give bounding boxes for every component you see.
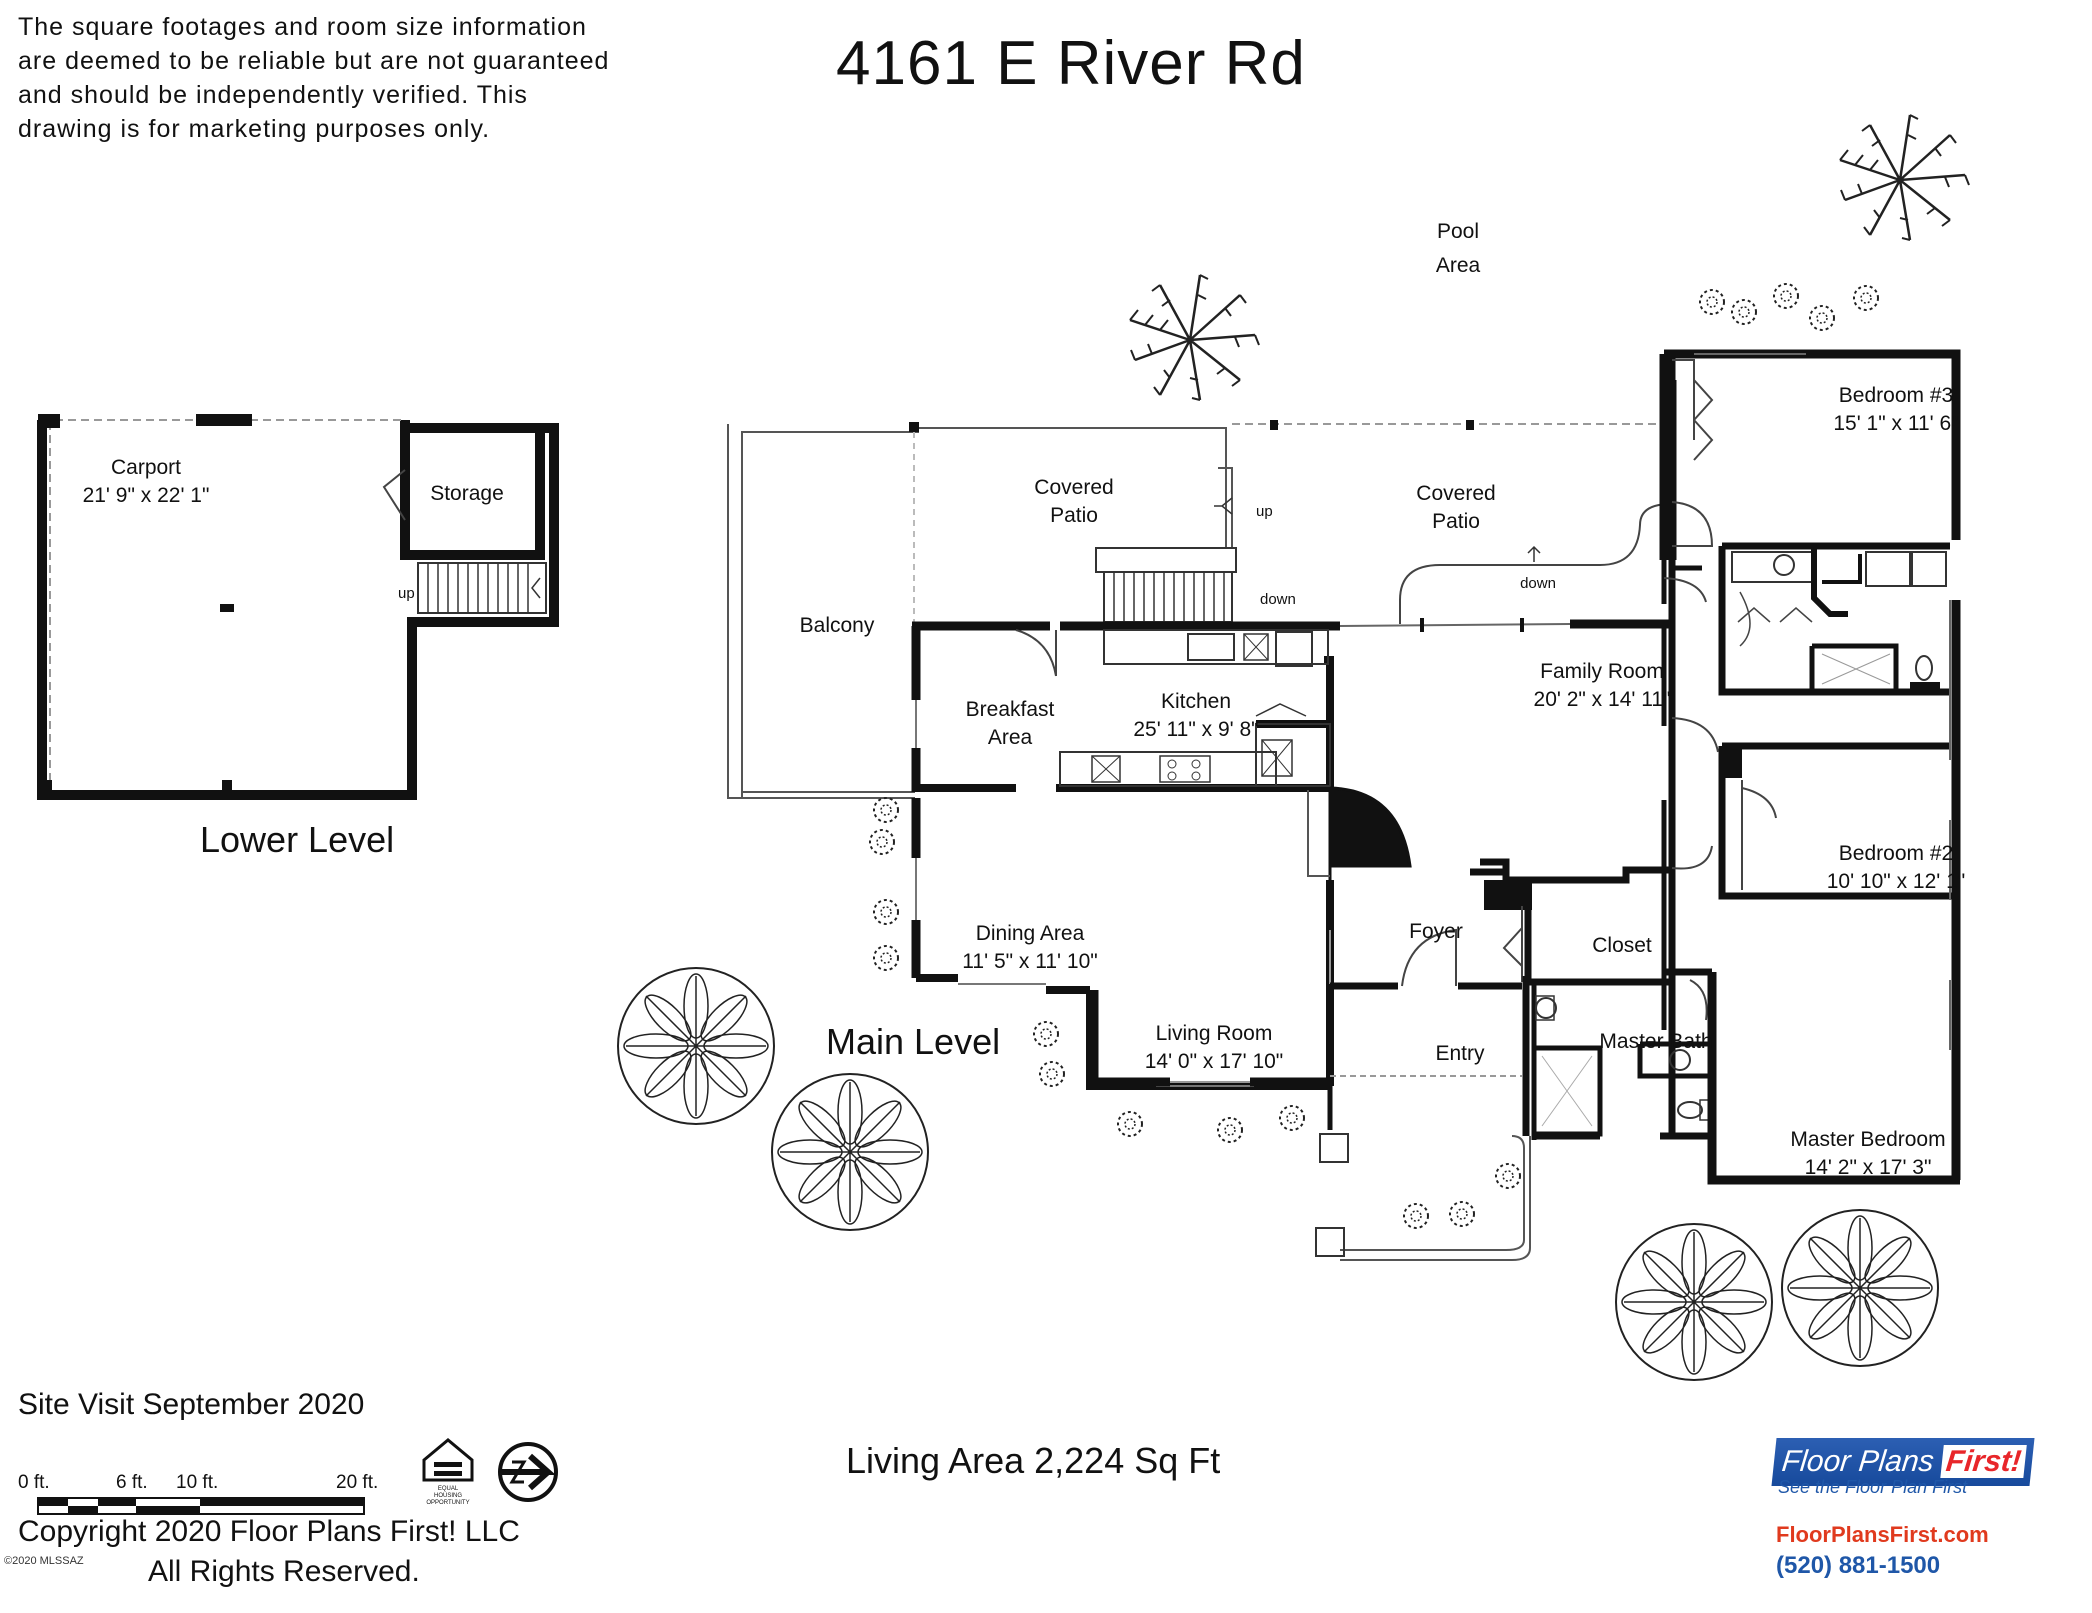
palm-tree-icon xyxy=(1128,273,1261,402)
tree-icon xyxy=(771,1073,929,1231)
dining-area-size: 11' 5" x 11' 10" xyxy=(962,950,1097,973)
carport-stairs xyxy=(417,562,547,614)
shrub-icon xyxy=(1033,1021,1059,1047)
master-bath-label: Master Bath xyxy=(1599,1030,1712,1053)
bedroom-2-size: 10' 10" x 12' 1" xyxy=(1827,870,1966,893)
brand-first: First! xyxy=(1940,1445,2027,1478)
shrub-icon xyxy=(873,945,899,971)
breakfast-area-label: Breakfast xyxy=(966,698,1055,721)
disclaimer: The square footages and room size inform… xyxy=(18,10,609,146)
pool-area-label: Pool xyxy=(1437,220,1479,243)
family-room-label: Family Room xyxy=(1540,660,1664,683)
copyright-line: All Rights Reserved. xyxy=(148,1555,420,1588)
foyer-label: Foyer xyxy=(1409,920,1463,943)
stairs-up-label: up xyxy=(398,585,415,602)
breakfast-area-label: Area xyxy=(988,726,1033,749)
shrub-icon xyxy=(1403,1203,1429,1229)
disclaimer-line: and should be independently verified. Th… xyxy=(18,81,528,109)
shrub-icon xyxy=(1773,283,1799,309)
living-room-size: 14' 0" x 17' 10" xyxy=(1145,1050,1284,1073)
scale-tick-label: 0 ft. xyxy=(18,1472,50,1493)
lower-level-plan: Carport 21' 9" x 22' 1" Storage up xyxy=(37,414,559,800)
shrub-icon xyxy=(1117,1111,1143,1137)
scale-tick-label: 6 ft. xyxy=(116,1472,148,1493)
kitchen-label: Kitchen xyxy=(1161,690,1231,713)
shrub-icon xyxy=(869,829,895,855)
copyright: Copyright 2020 Floor Plans First! LLC Al… xyxy=(18,1512,520,1592)
closet-label: Closet xyxy=(1592,934,1652,957)
bedroom-2-label: Bedroom #2 xyxy=(1839,842,1953,865)
equal-housing-text: HOUSING xyxy=(434,1493,462,1499)
tree-icon xyxy=(1615,1223,1773,1381)
patio-stairs xyxy=(1095,497,1237,623)
stairs-down-label: down xyxy=(1260,591,1296,608)
scale-tick-label: 10 ft. xyxy=(176,1472,218,1493)
palm-tree-icon xyxy=(1838,113,1971,242)
master-bedroom-size: 14' 2" x 17' 3" xyxy=(1805,1156,1932,1179)
equal-housing-text: OPPORTUNITY xyxy=(426,1500,469,1506)
shrub-icon xyxy=(1279,1105,1305,1131)
living-area-total: Living Area 2,224 Sq Ft xyxy=(846,1440,1221,1481)
mls-watermark: ©2020 MLSSAZ xyxy=(4,1555,84,1567)
shrub-icon xyxy=(1495,1163,1521,1189)
shrub-icon xyxy=(1699,289,1725,315)
main-level-label: Main Level xyxy=(826,1021,1000,1062)
scale-tick-label: 20 ft. xyxy=(336,1472,378,1493)
family-room-size: 20' 2" x 14' 11" xyxy=(1534,688,1671,711)
bedroom-3-label: Bedroom #3 xyxy=(1839,384,1953,407)
covered-patio-west-label: Covered xyxy=(1034,476,1113,499)
carport-label: Carport xyxy=(111,456,181,479)
brand-website[interactable]: FloorPlansFirst.com xyxy=(1776,1522,1989,1547)
tree-icon xyxy=(617,967,775,1125)
lower-level-label: Lower Level xyxy=(200,819,394,860)
shrub-icon xyxy=(1809,305,1835,331)
disclaimer-line: are deemed to be reliable but are not gu… xyxy=(18,47,610,75)
stairs-down-label: down xyxy=(1520,575,1556,592)
shrub-icon xyxy=(1217,1117,1243,1143)
equal-housing-text: EQUAL xyxy=(438,1486,459,1492)
storage-label: Storage xyxy=(430,482,504,505)
scale-bar: 0 ft. 6 ft. 10 ft. 20 ft. xyxy=(18,1472,378,1515)
page-title: 4161 E River Rd xyxy=(836,29,1306,98)
covered-patio-east-label: Covered xyxy=(1416,482,1495,505)
bedroom-3-size: 15' 1" x 11' 6" xyxy=(1833,412,1958,435)
equal-housing-icon: EQUAL HOUSING OPPORTUNITY xyxy=(422,1438,474,1506)
carport-size: 21' 9" x 22' 1" xyxy=(83,484,210,507)
dining-area-label: Dining Area xyxy=(976,922,1085,945)
copyright-line: Copyright 2020 Floor Plans First! LLC xyxy=(18,1515,520,1548)
master-bedroom-label: Master Bedroom xyxy=(1790,1128,1945,1151)
brand-tagline: See the Floor Plan First xyxy=(1778,1477,1968,1497)
shrub-icon xyxy=(1731,299,1757,325)
stairs-up-label: up xyxy=(1256,503,1273,520)
entry-label: Entry xyxy=(1435,1042,1485,1065)
covered-patio-east-label: Patio xyxy=(1432,510,1480,533)
shrub-icon xyxy=(873,797,899,823)
site-visit-date: Site Visit September 2020 xyxy=(18,1388,365,1421)
main-level-plan xyxy=(727,349,1961,1261)
brand-name: Floor Plans xyxy=(1780,1445,1936,1478)
balcony-label: Balcony xyxy=(800,614,875,637)
shrub-icon xyxy=(1853,285,1879,311)
shrub-icon xyxy=(1039,1061,1065,1087)
covered-patio-west-label: Patio xyxy=(1050,504,1098,527)
brand-phone[interactable]: (520) 881-1500 xyxy=(1776,1552,1941,1579)
disclaimer-line: The square footages and room size inform… xyxy=(18,13,587,41)
north-arrow-icon xyxy=(498,1442,558,1502)
shrub-icon xyxy=(873,899,899,925)
living-room-label: Living Room xyxy=(1156,1022,1273,1045)
shrub-icon xyxy=(1449,1201,1475,1227)
kitchen-size: 25' 11" x 9' 8" xyxy=(1133,718,1258,741)
tree-icon xyxy=(1781,1209,1939,1367)
pool-area-label: Area xyxy=(1436,254,1481,277)
disclaimer-line: drawing is for marketing purposes only. xyxy=(18,115,491,143)
